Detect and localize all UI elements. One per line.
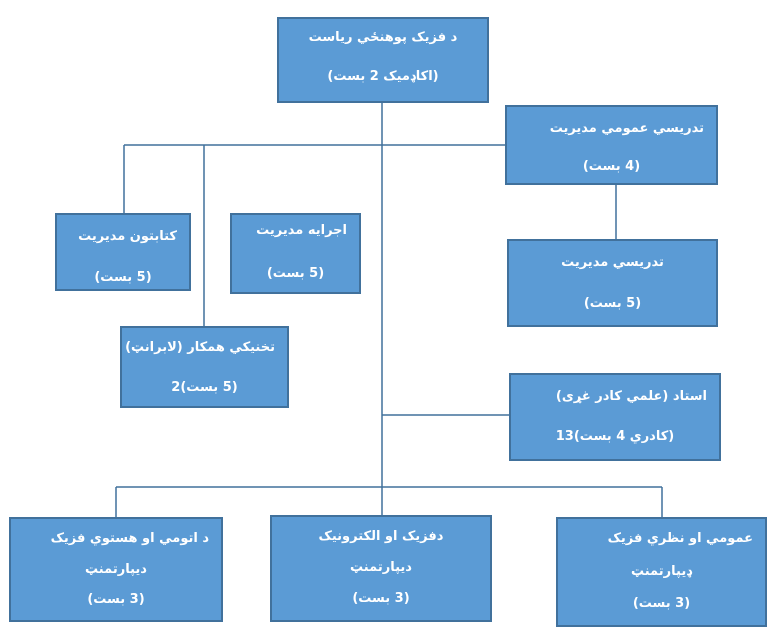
library-posts: (5 بست) xyxy=(94,270,152,285)
professor-posts: (کادري 4 بست)13 xyxy=(555,429,675,444)
executive-posts: (5 بست) xyxy=(266,266,325,281)
executive-title: اجرايه مديريت xyxy=(256,223,347,238)
atomic-department-label: ديپارتمنټ xyxy=(85,562,147,577)
teaching-title: تدريسي مديريت xyxy=(561,255,664,270)
teaching-box: تدريسي مديريت (5 بست) xyxy=(507,239,718,327)
electronics-department-label: ديپارتمنټ xyxy=(350,560,412,575)
root-posts: (اکاډميک 2 بست) xyxy=(327,69,439,84)
technical-box: تخنيکي همکار (لابرانټ) (5 بست)2 xyxy=(120,326,289,408)
technical-posts: (5 بست)2 xyxy=(171,380,238,395)
library-title: کتابتون مديريت xyxy=(78,229,177,244)
professor-box: استاد (علمي کادر غړی) (کادري 4 بست)13 xyxy=(509,373,721,461)
theoretical-department-label: ډيپارتمنټ xyxy=(630,564,692,579)
teaching-posts: (5 بست) xyxy=(583,296,642,311)
theoretical-department-title: عمومي او نظري فزيک xyxy=(607,531,753,546)
electronics-department-title: دفزيک او الکترونيک xyxy=(318,529,444,544)
atomic-department-posts: (3 بست) xyxy=(87,592,145,607)
electronics-department-posts: (3 بست) xyxy=(352,591,410,606)
executive-box: اجرايه مديريت (5 بست) xyxy=(230,213,361,294)
root-box: د فزيک پوهنځي رياست (اکاډميک 2 بست) xyxy=(277,17,489,103)
teaching-general-title: تدريسي عمومي مديريت xyxy=(549,121,704,136)
theoretical-department-box: عمومي او نظري فزيک ډيپارتمنټ (3 بست) xyxy=(556,517,767,627)
library-box: کتابتون مديريت (5 بست) xyxy=(55,213,191,291)
root-title: د فزيک پوهنځي رياست xyxy=(308,30,458,45)
theoretical-department-posts: (3 بست) xyxy=(632,596,691,611)
atomic-department-title: د اتومي او هستوي فزيک xyxy=(50,531,209,546)
atomic-department-box: د اتومي او هستوي فزيک ديپارتمنټ (3 بست) xyxy=(9,517,223,622)
professor-title: استاد (علمي کادر غړی) xyxy=(555,389,707,404)
technical-title: تخنيکي همکار (لابرانټ) xyxy=(125,340,275,355)
teaching-general-posts: (4 بست) xyxy=(582,159,641,174)
electronics-department-box: دفزيک او الکترونيک ديپارتمنټ (3 بست) xyxy=(270,515,492,622)
teaching-general-box: تدريسي عمومي مديريت (4 بست) xyxy=(505,105,718,185)
